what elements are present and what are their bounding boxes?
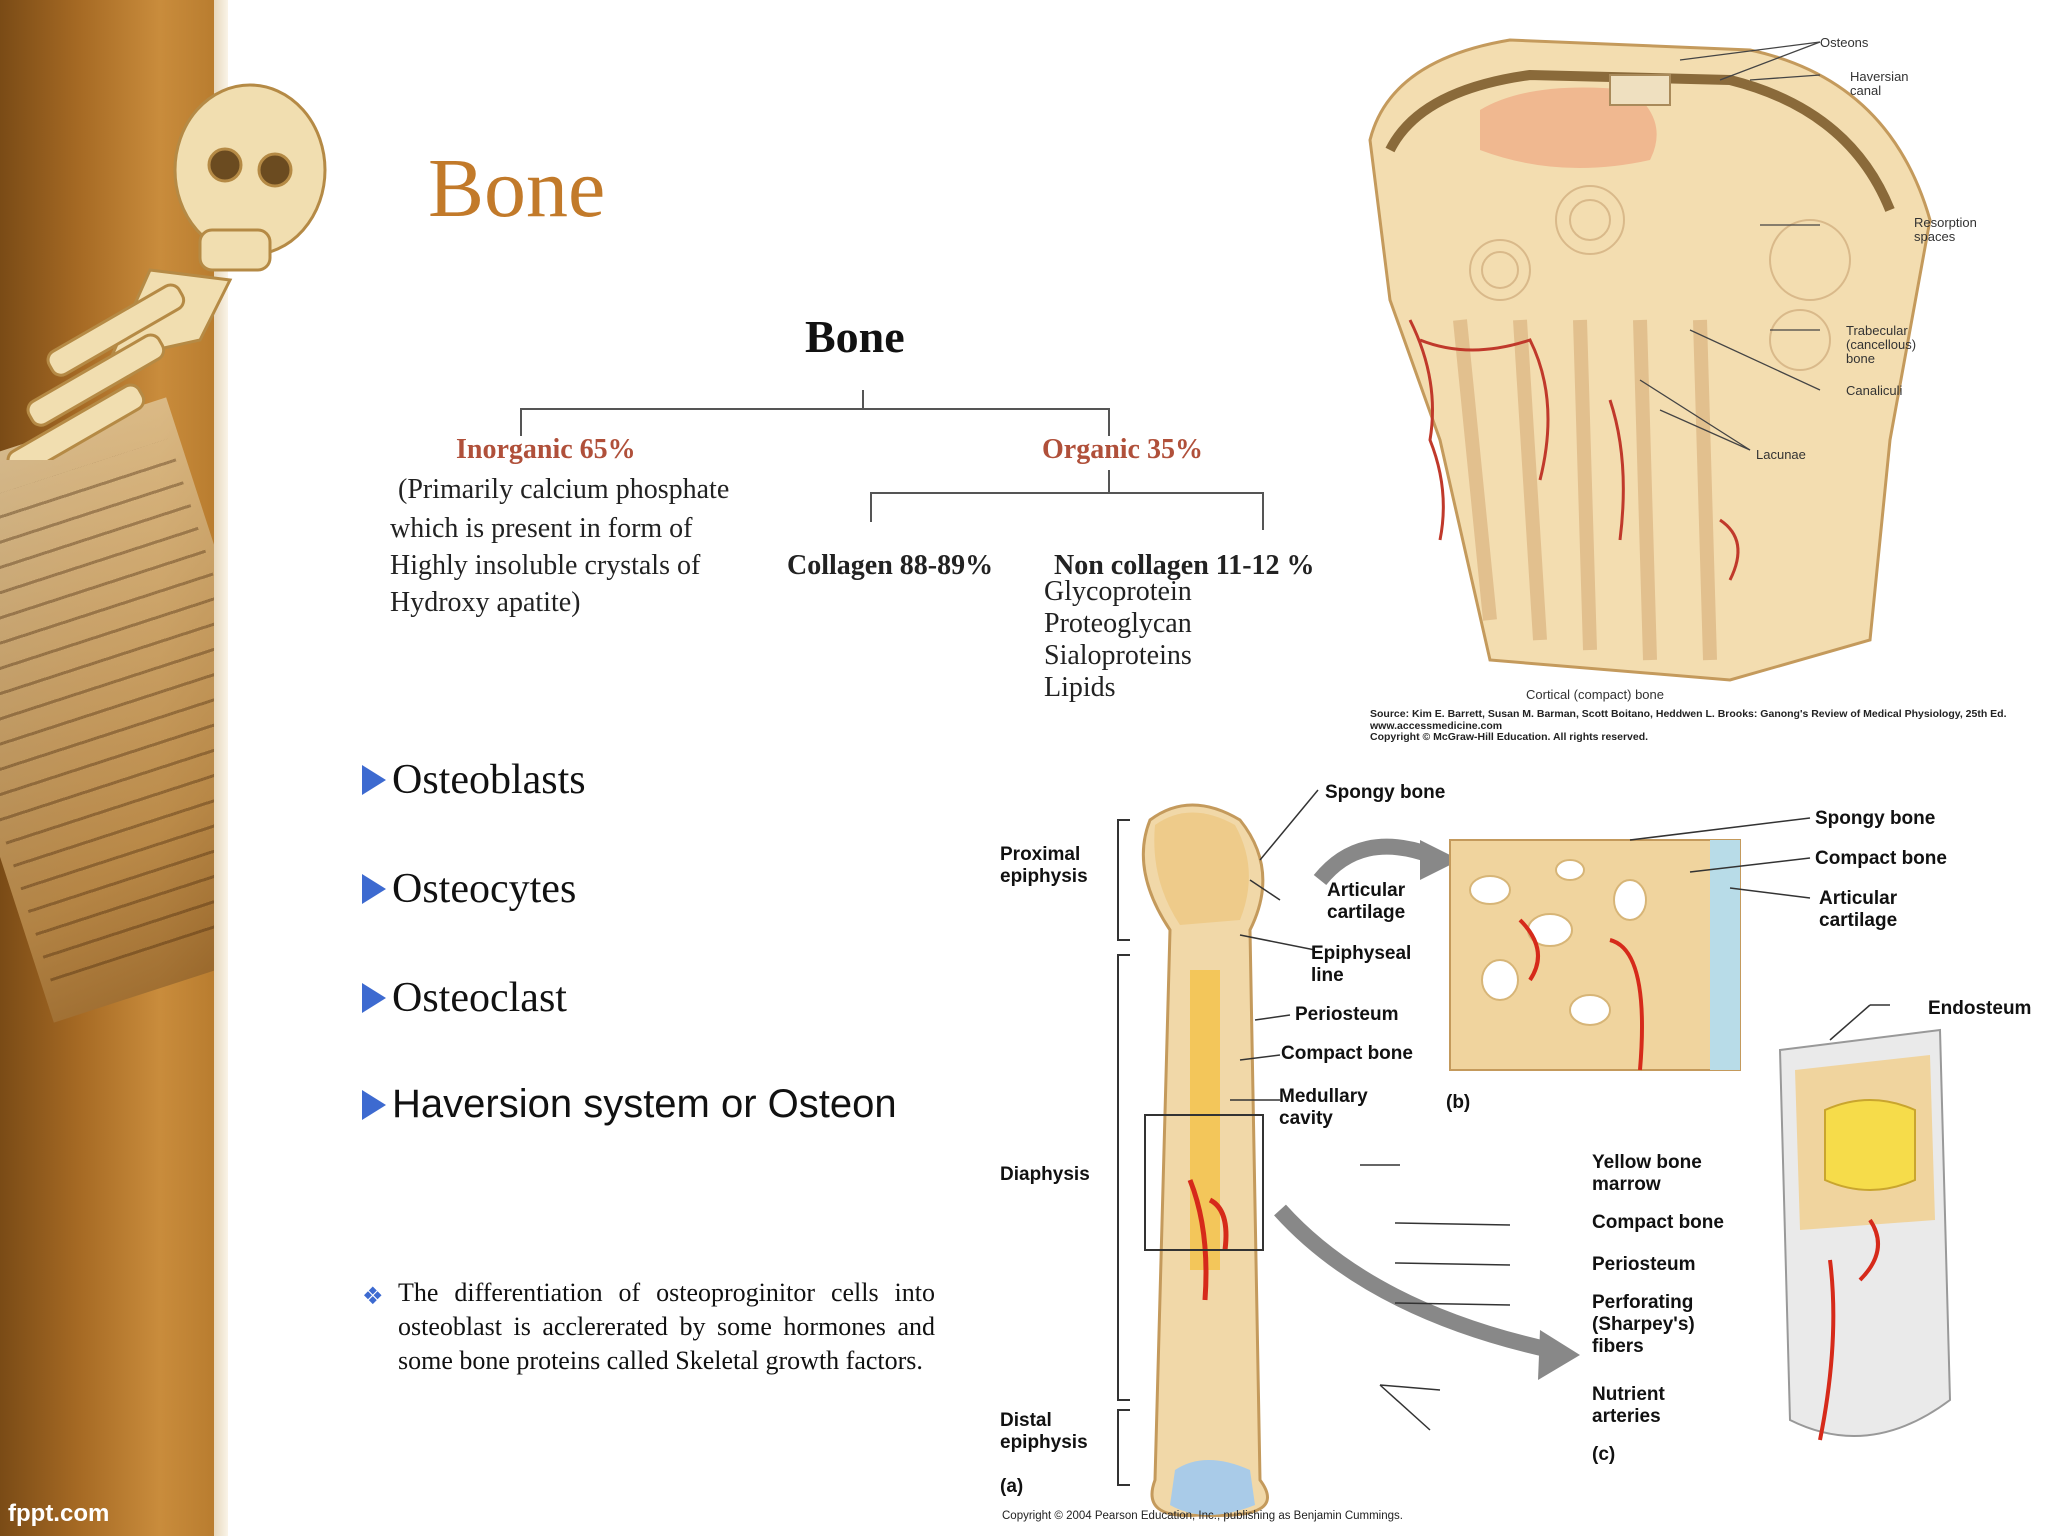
label-spongy-a: Spongy bone [1325, 782, 1446, 803]
cortical-bone-illustration [1368, 38, 1932, 682]
long-bone-illustration [1117, 803, 1952, 1518]
label-compact-c: Compact bone [1592, 1212, 1724, 1233]
label-endosteum: Endosteum [1928, 998, 2032, 1019]
label-periosteum-c: Periosteum [1592, 1254, 1696, 1275]
label-resorption: Resorption spaces [1914, 215, 1977, 244]
label-proximal: Proximal epiphysis [1000, 844, 1088, 887]
label-osteons: Osteons [1820, 35, 1869, 50]
label-nutrient: Nutrient arteries [1592, 1384, 1665, 1427]
label-compact-a: Compact bone [1281, 1043, 1413, 1064]
organic-label: Organic 35% [1042, 434, 1203, 465]
label-periosteum-a: Periosteum [1295, 1004, 1399, 1025]
organic-substem [1108, 470, 1110, 494]
label-medullary: Medullary cavity [1279, 1086, 1368, 1129]
root-stem [862, 390, 864, 410]
noncollagen-item-3: Sialoproteins [1044, 640, 1192, 671]
bullet-item: Osteocytes [362, 865, 576, 913]
slide-title: Bone [428, 142, 606, 235]
label-spongy-b: Spongy bone [1815, 808, 1936, 829]
label-cortical: Cortical (compact) bone [1526, 687, 1664, 702]
inorganic-line-4: Hydroxy apatite) [390, 587, 581, 618]
label-diaphysis: Diaphysis [1000, 1164, 1090, 1185]
label-yellow-marrow: Yellow bone marrow [1592, 1152, 1702, 1195]
note-text: The differentiation of osteoproginitor c… [398, 1278, 935, 1375]
skeleton-figure-icon [6, 83, 327, 460]
bullet-text: Osteoblasts [392, 757, 586, 803]
book-text-lines [0, 438, 228, 982]
noncollagen-stem [1262, 492, 1264, 530]
label-haversian: Haversian canal [1850, 69, 1909, 98]
label-articular-a: Articular cartilage [1327, 880, 1406, 923]
cortical-leader-lines [1639, 41, 1821, 451]
bullet-text: Osteocytes [392, 866, 577, 912]
source-line-2: www.accessmedicine.com [1370, 720, 1503, 732]
inorganic-stem [520, 408, 522, 436]
arrow-bullet-icon [362, 874, 386, 904]
bullet-item: Haversion system or Osteon [362, 1082, 897, 1127]
long-bone-copyright: Copyright © 2004 Pearson Education, Inc.… [1002, 1510, 1403, 1522]
collagen-stem [870, 492, 872, 522]
arrow-bullet-icon [362, 765, 386, 795]
arrow-bullet-icon [362, 983, 386, 1013]
inorganic-line-2: which is present in form of [390, 513, 693, 544]
noncollagen-label: Non collagen 11-12 % [1054, 550, 1315, 581]
label-part-b: (b) [1446, 1092, 1471, 1113]
tree-root: Bone [805, 311, 905, 362]
arrow-bullet-icon [362, 1089, 386, 1120]
organic-stem [1108, 408, 1110, 436]
label-canaliculi: Canaliculi [1846, 383, 1903, 398]
bullet-text: Osteoclast [392, 975, 567, 1021]
noncollagen-item-2: Proteoglycan [1044, 608, 1192, 639]
source-line-1: Source: Kim E. Barrett, Susan M. Barman,… [1370, 708, 2007, 720]
long-bone-leader-lines [1230, 789, 1890, 1431]
fppt-logo[interactable]: fppt.com [8, 1500, 110, 1527]
root-branch [520, 408, 1110, 410]
collagen-label: Collagen 88-89% [787, 550, 994, 581]
label-part-a: (a) [1000, 1476, 1024, 1497]
noncollagen-item-4: Lipids [1044, 672, 1116, 703]
noncollagen-item-1: Glycoprotein [1044, 576, 1192, 607]
inorganic-line-3: Highly insoluble crystals of [390, 550, 701, 581]
label-articular-b: Articular cartilage [1819, 888, 1898, 931]
label-part-c: (c) [1592, 1444, 1616, 1465]
bullet-item: Osteoblasts [362, 756, 586, 804]
left-decorative-panel [0, 0, 228, 1536]
panel-edge-strip [214, 0, 228, 1536]
bullet-item: Osteoclast [362, 974, 567, 1022]
inorganic-line-1: (Primarily calcium phosphate [398, 474, 730, 505]
diamond-bullet-icon: ❖ [362, 1282, 384, 1310]
label-perforating: Perforating (Sharpey's) fibers [1592, 1292, 1695, 1357]
label-lacunae: Lacunae [1756, 447, 1806, 462]
label-distal: Distal epiphysis [1000, 1410, 1088, 1453]
organic-branch [870, 492, 1264, 494]
label-compact-b: Compact bone [1815, 848, 1947, 869]
bullet-text: Haversion system or Osteon [392, 1082, 897, 1126]
inorganic-label: Inorganic 65% [456, 434, 636, 465]
label-trabecular: Trabecular (cancellous) bone [1846, 323, 1917, 366]
label-epiphyseal: Epiphyseal line [1311, 943, 1412, 986]
source-line-3: Copyright © McGraw-Hill Education. All r… [1370, 731, 1649, 743]
